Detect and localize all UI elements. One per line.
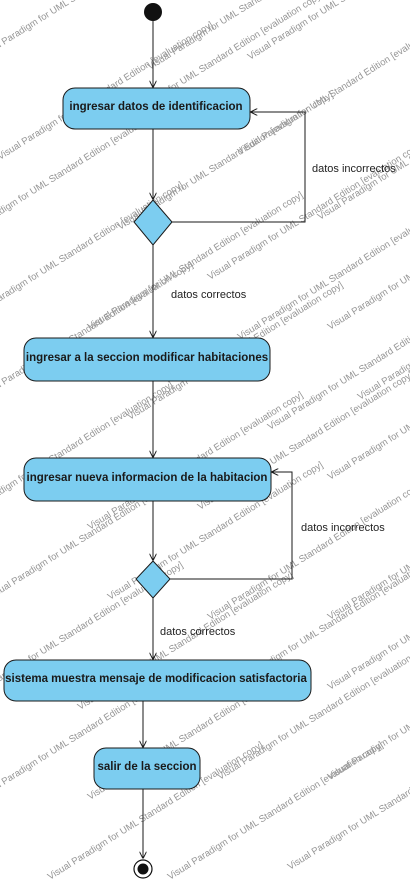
action-ingresar-nueva-info[interactable]: ingresar nueva informacion de la habitac… [23, 457, 272, 502]
initial-node[interactable] [144, 3, 162, 21]
final-node[interactable] [133, 859, 153, 879]
action-label: salir de la seccion [97, 761, 196, 773]
watermark-text: Visual Paradigm for UML Standard Edition… [286, 730, 410, 873]
decision-node-2[interactable] [135, 560, 171, 599]
action-label: ingresar a la seccion modificar habitaci… [26, 352, 268, 364]
decision-node-1[interactable] [133, 199, 173, 246]
action-ingresar-datos[interactable]: ingresar datos de identificacion [62, 87, 251, 130]
guard-label-correct-2: datos correctos [160, 626, 236, 638]
flow-d2-incorrect-loop [170, 472, 293, 580]
action-label: sistema muestra mensaje de modificacion … [5, 673, 307, 685]
action-label: ingresar nueva informacion de la habitac… [27, 472, 268, 484]
guard-label-correct-1: datos correctos [171, 289, 247, 301]
action-sistema-muestra[interactable]: sistema muestra mensaje de modificacion … [3, 659, 312, 702]
action-salir-seccion[interactable]: salir de la seccion [93, 747, 201, 790]
watermark-text: Visual Paradigm for UML Standard Edition… [206, 140, 410, 283]
guard-label-incorrect-2: datos incorrectos [301, 522, 385, 534]
flows [143, 21, 306, 858]
action-ingresar-seccion[interactable]: ingresar a la seccion modificar habitaci… [23, 337, 271, 382]
action-label: ingresar datos de identificacion [69, 101, 242, 113]
flow-d1-incorrect-loop [172, 112, 306, 223]
guard-label-incorrect-1: datos incorrectos [312, 163, 396, 175]
